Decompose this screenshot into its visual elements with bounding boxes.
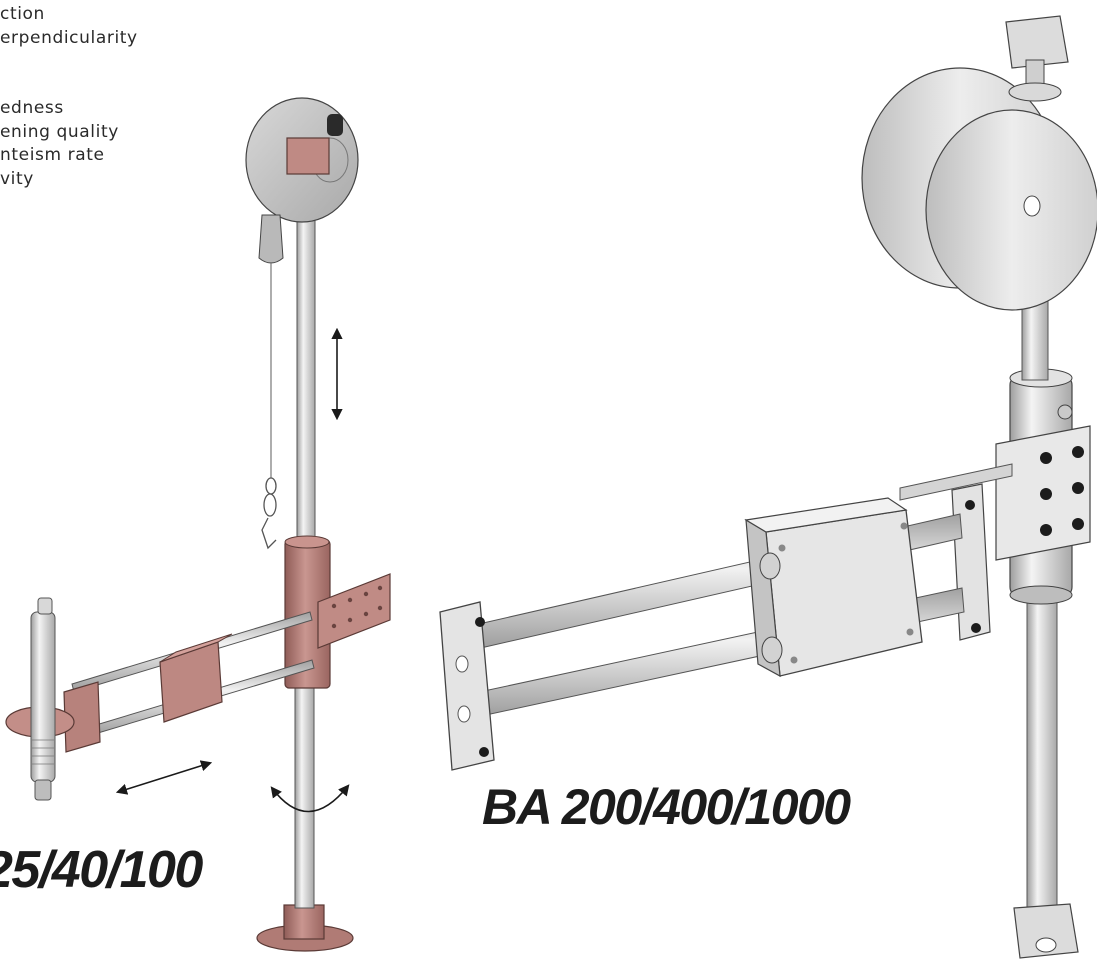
mount-plate-holes — [331, 585, 383, 629]
feature-item: ening quality — [0, 121, 119, 142]
feature-item: edness — [0, 98, 64, 118]
feature-item — [0, 74, 138, 98]
small-arm-tool-body — [30, 611, 56, 783]
feature-item: erpendicularity — [0, 27, 138, 48]
large-arm-model-label: BA 200/400/1000 — [482, 779, 851, 835]
large-arm-lower-column — [1026, 584, 1058, 921]
feature-list: ction erpendicularity edness ening quali… — [0, 3, 138, 191]
feature-item: nteism rate — [0, 145, 105, 165]
reel-knob — [327, 114, 343, 136]
large-arm-end-block — [439, 601, 495, 771]
small-arm-hook — [261, 477, 277, 550]
feature-item — [0, 50, 138, 74]
feature-item: ction — [0, 4, 45, 24]
large-arm-carriage-block — [765, 509, 923, 677]
large-mount-bolts — [1040, 446, 1084, 536]
rotation-arrow-icon — [270, 784, 350, 813]
small-arm-balancer-body — [258, 214, 284, 264]
large-articulated-arm — [439, 15, 1097, 959]
small-articulated-arm — [5, 97, 391, 952]
small-arm-model-label: 25/40/100 — [0, 841, 203, 899]
large-arm-top-rail — [899, 463, 1013, 501]
small-arm-mount-plate — [317, 573, 391, 649]
feature-item: vity — [0, 168, 34, 189]
large-arm-balancer-drum-front — [925, 109, 1097, 311]
tool-grip-lines — [32, 739, 54, 765]
large-arm-top-clamp — [1005, 15, 1069, 69]
small-arm-slider-block — [159, 641, 223, 723]
small-arm-base-hub — [283, 904, 325, 940]
large-arm-bottom-clamp — [1013, 903, 1079, 959]
small-arm-top-block — [286, 137, 330, 175]
double-arrow-diagonal-icon — [115, 760, 213, 795]
small-arm-lower-column — [294, 679, 315, 909]
